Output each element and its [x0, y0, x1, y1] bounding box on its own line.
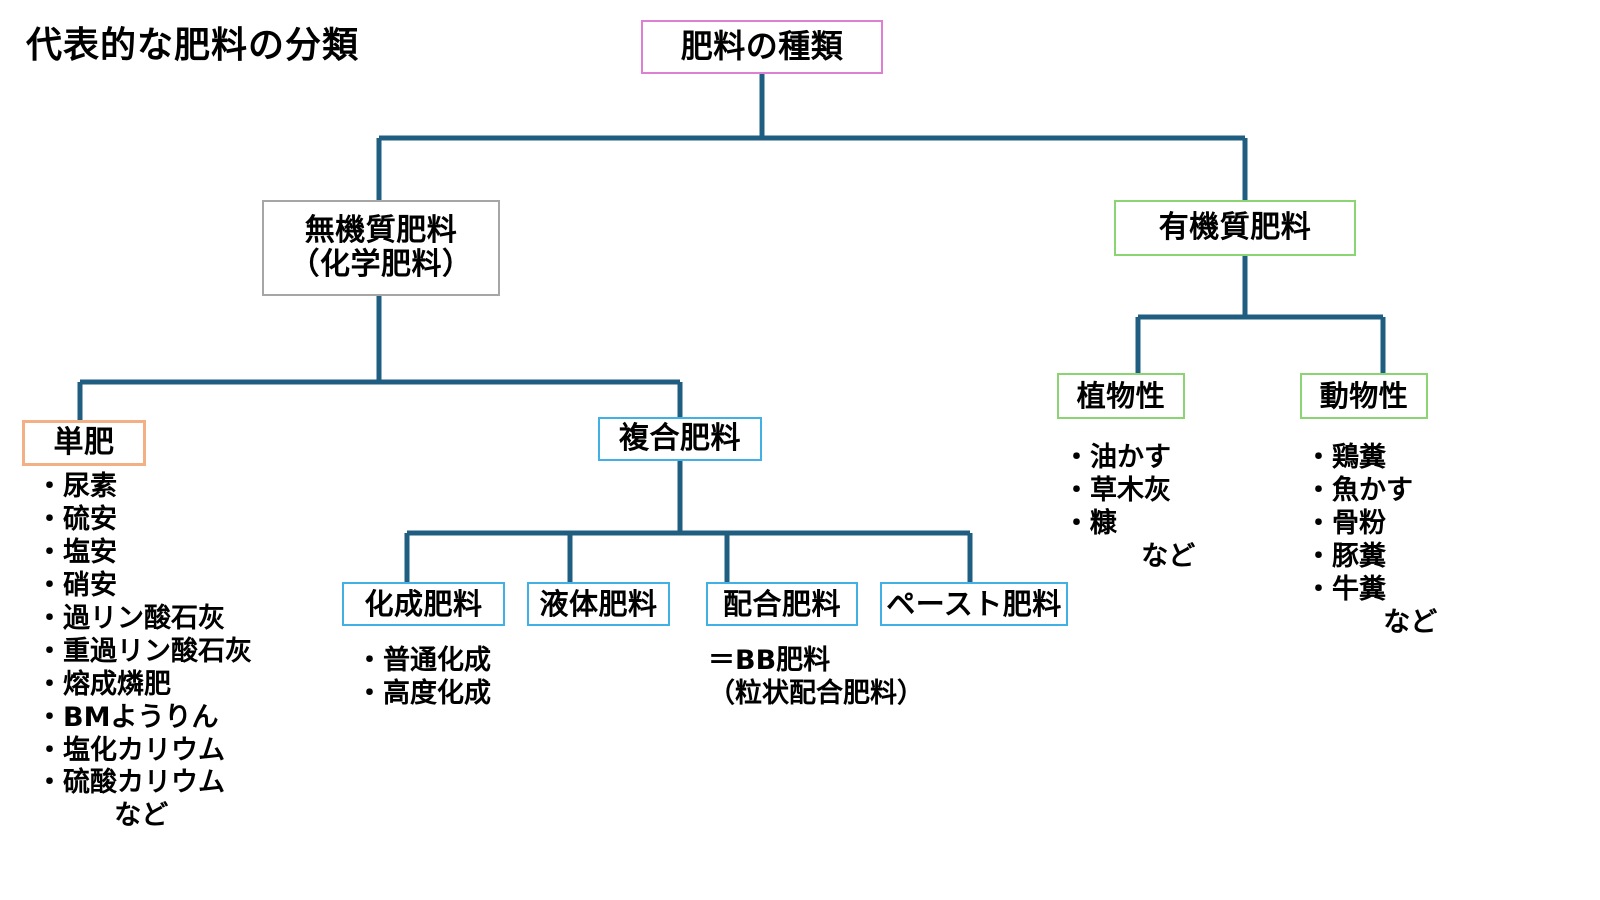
list-item: ・骨粉 — [1305, 507, 1386, 539]
list-etc-label: など — [1383, 606, 1438, 638]
list-item: ・魚かす — [1305, 474, 1413, 506]
note-line: ＝BB肥料 — [708, 645, 831, 676]
list-item: ・BMようりん — [36, 701, 219, 733]
node-blended-fertilizer[interactable]: 配合肥料 — [706, 582, 858, 626]
list-etc-label: など — [1141, 540, 1196, 572]
list-item: ・普通化成 — [356, 645, 491, 676]
list-item: ・熔成燐肥 — [36, 668, 171, 700]
node-plant-derived[interactable]: 植物性 — [1057, 373, 1185, 419]
node-organic-fertilizer[interactable]: 有機質肥料 — [1114, 200, 1356, 256]
list-item: ・塩化カリウム — [36, 734, 225, 766]
list-item: ・高度化成 — [356, 677, 491, 709]
list-item: ・草木灰 — [1063, 474, 1171, 506]
node-liquid-fertilizer[interactable]: 液体肥料 — [527, 582, 670, 626]
list-item: ・重過リン酸石灰 — [36, 635, 252, 667]
list-single-fertilizer-items: ・尿素 ・硫安 ・塩安 ・硝安 ・過リン酸石灰 ・重過リン酸石灰 ・熔成燐肥 ・… — [36, 471, 252, 833]
list-item: ・豚糞 — [1305, 540, 1386, 572]
list-item: ・過リン酸石灰 — [36, 602, 225, 634]
list-etc-label: など — [114, 800, 169, 832]
list-item: ・糠 — [1063, 507, 1117, 539]
list-item: ・油かす — [1063, 442, 1171, 473]
list-plant-derived-items: ・油かす ・草木灰 ・糠 など — [1063, 442, 1195, 574]
node-animal-derived[interactable]: 動物性 — [1300, 373, 1428, 419]
list-item: ・硫酸カリウム — [36, 767, 225, 799]
list-item: ・塩安 — [36, 536, 117, 568]
node-compound-fertilizer[interactable]: 複合肥料 — [598, 417, 762, 461]
node-kasei-fertilizer[interactable]: 化成肥料 — [342, 582, 505, 626]
list-item: ・硫安 — [36, 503, 117, 535]
list-item: ・牛糞 — [1305, 573, 1386, 605]
node-root-fertilizer-types[interactable]: 肥料の種類 — [641, 20, 883, 74]
note-blended-fertilizer: ＝BB肥料 （粒状配合肥料） — [708, 645, 924, 711]
list-item: ・尿素 — [36, 471, 117, 502]
list-item: ・鶏糞 — [1305, 442, 1386, 473]
node-paste-fertilizer[interactable]: ペースト肥料 — [880, 582, 1068, 626]
note-line: （粒状配合肥料） — [708, 677, 924, 709]
list-animal-derived-items: ・鶏糞 ・魚かす ・骨粉 ・豚糞 ・牛糞 など — [1305, 442, 1437, 640]
node-single-fertilizer[interactable]: 単肥 — [22, 420, 146, 466]
page-title: 代表的な肥料の分類 — [26, 25, 360, 66]
list-item: ・硝安 — [36, 569, 117, 601]
list-kasei-fertilizer-items: ・普通化成 ・高度化成 — [356, 645, 491, 711]
node-inorganic-fertilizer[interactable]: 無機質肥料 （化学肥料） — [262, 200, 500, 296]
